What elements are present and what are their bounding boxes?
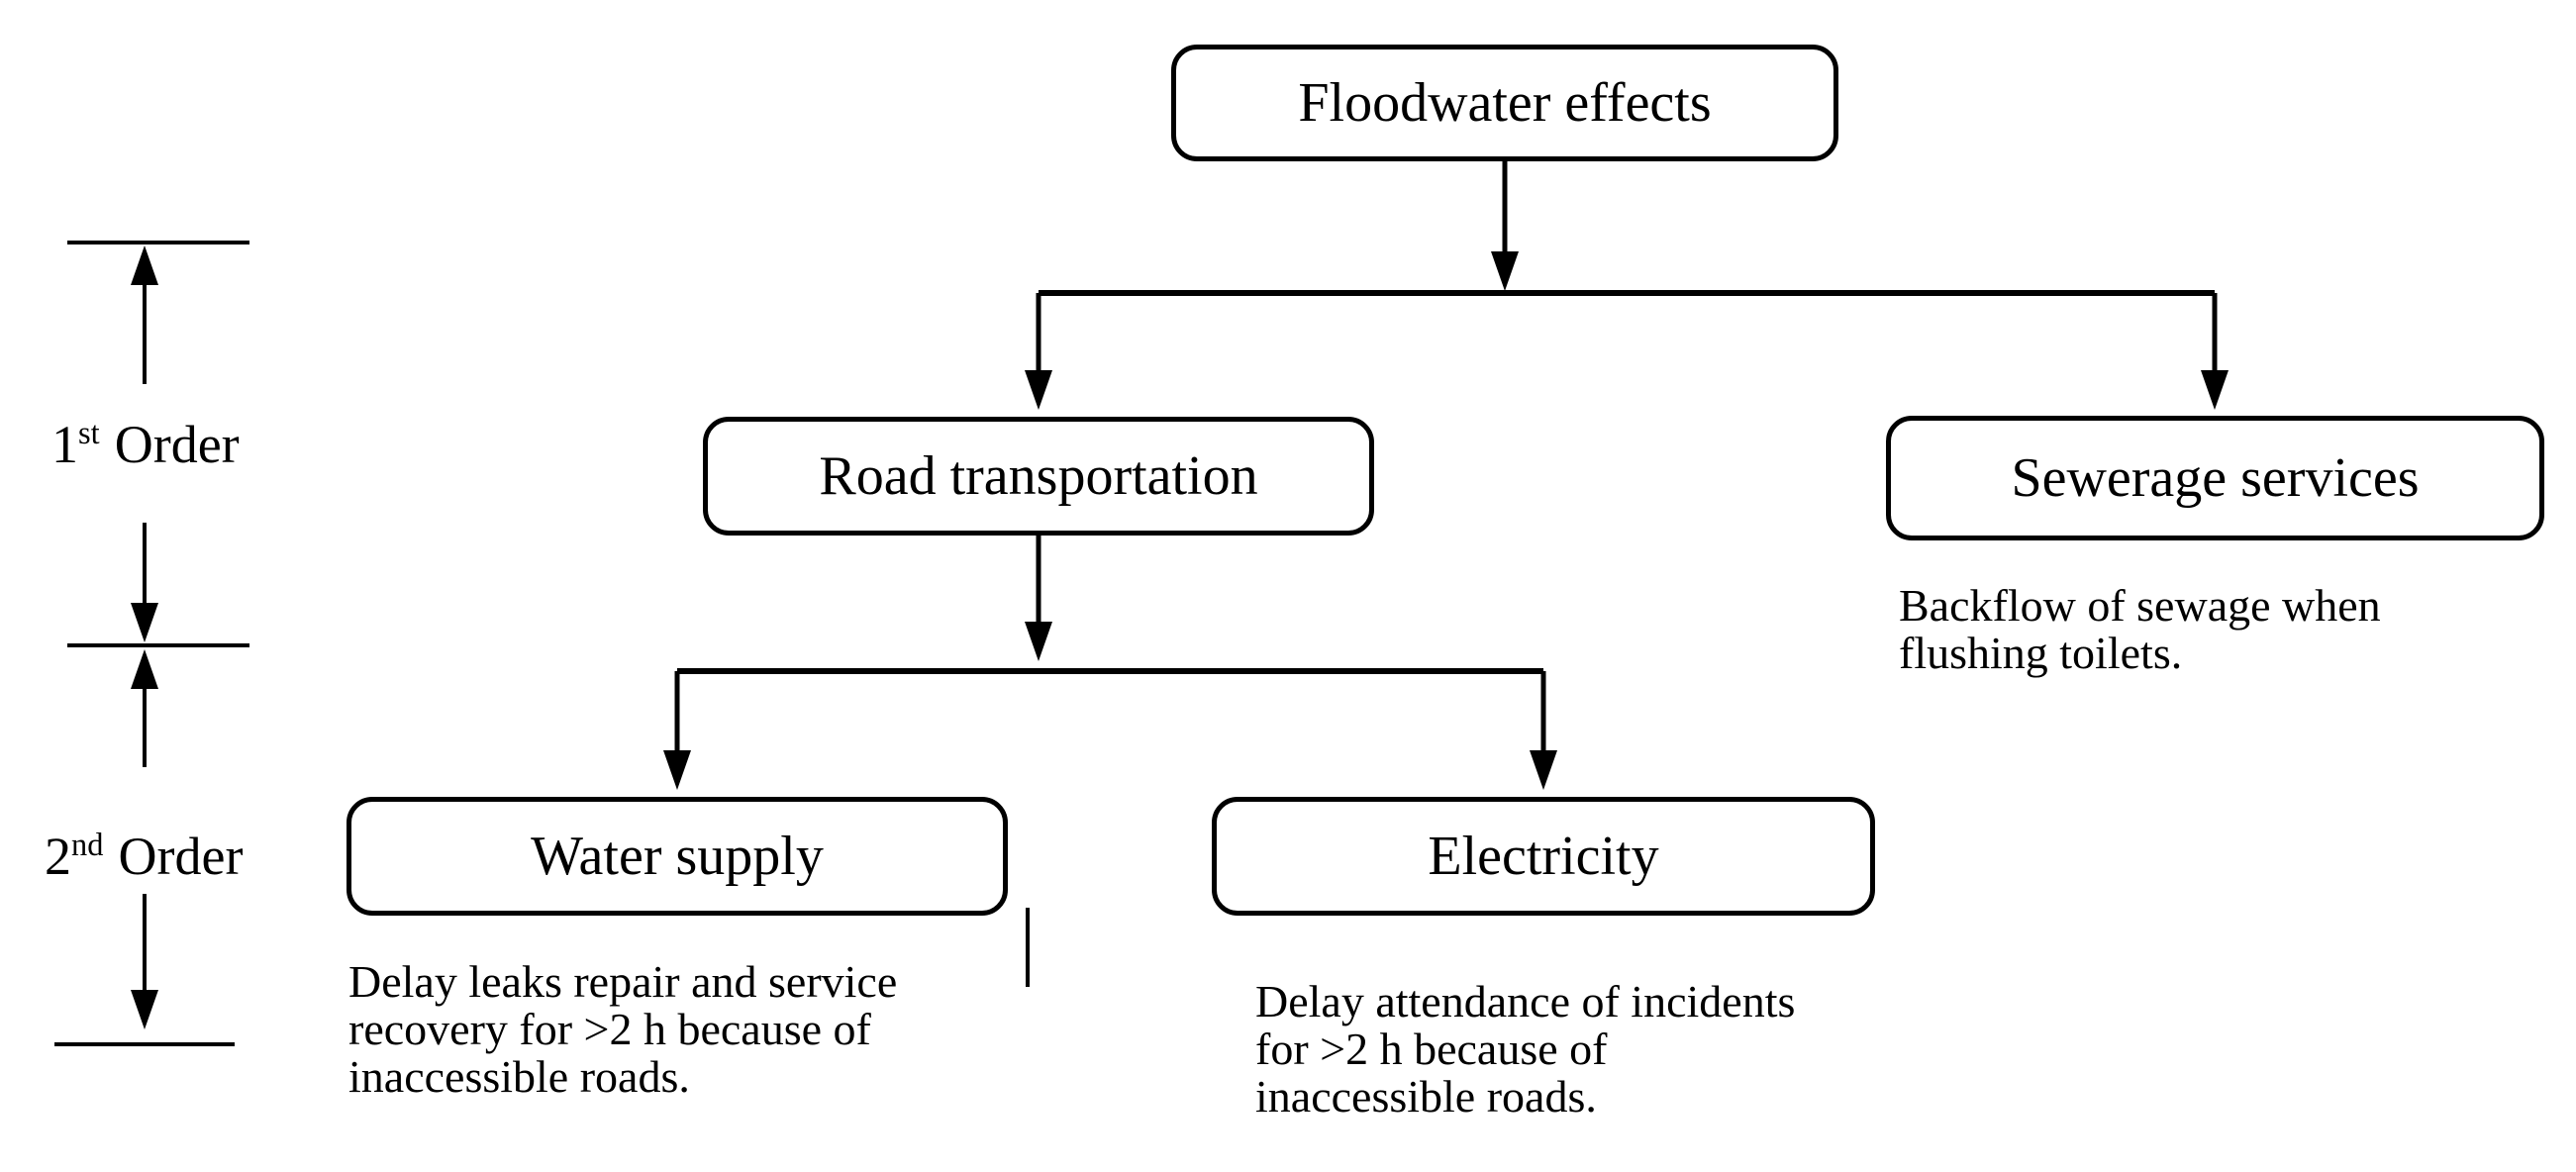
node-sewerage-services: Sewerage services <box>1886 416 2544 540</box>
caption-line: for >2 h because of <box>1255 1024 1608 1074</box>
arrowhead-up-order2 <box>131 649 158 689</box>
order-suffix: nd <box>71 828 104 863</box>
order-label-1st: 1st Order <box>51 418 240 471</box>
order-number: 2 <box>45 827 71 886</box>
order-label-2nd: 2nd Order <box>45 830 243 883</box>
arrowhead-down-water <box>663 750 691 790</box>
caption-line: inaccessible roads. <box>348 1051 690 1102</box>
arrowhead-down-order1 <box>131 603 158 642</box>
order-number: 1 <box>51 415 78 474</box>
electricity-caption: Delay attendance of incidents for >2 h b… <box>1255 978 1795 1121</box>
water-supply-caption: Delay leaks repair and service recovery … <box>348 958 897 1101</box>
arrowhead-down-floodwater <box>1491 251 1519 291</box>
arrowhead-down-electricity <box>1530 750 1557 790</box>
arrowhead-up-order1 <box>131 245 158 285</box>
caption-line: flushing toilets. <box>1899 628 2183 678</box>
caption-line: Delay attendance of incidents <box>1255 976 1796 1026</box>
order-suffix: st <box>78 416 100 451</box>
arrowhead-down-order2 <box>131 990 158 1029</box>
node-electricity: Electricity <box>1212 797 1875 916</box>
order-word: Order <box>114 415 240 474</box>
arrowhead-down-sewerage <box>2201 370 2229 410</box>
arrowhead-down-road <box>1025 370 1052 410</box>
caption-line: Delay leaks repair and service <box>348 956 898 1007</box>
sewerage-caption: Backflow of sewage when flushing toilets… <box>1899 582 2381 677</box>
node-floodwater-effects: Floodwater effects <box>1171 45 1838 161</box>
caption-line: Backflow of sewage when <box>1899 580 2381 631</box>
node-road-transportation: Road transportation <box>703 417 1374 536</box>
order-word: Order <box>118 827 244 886</box>
caption-line: inaccessible roads. <box>1255 1071 1597 1122</box>
node-water-supply: Water supply <box>347 797 1008 916</box>
caption-line: recovery for >2 h because of <box>348 1004 871 1054</box>
arrowhead-down-road-stem <box>1025 622 1052 661</box>
